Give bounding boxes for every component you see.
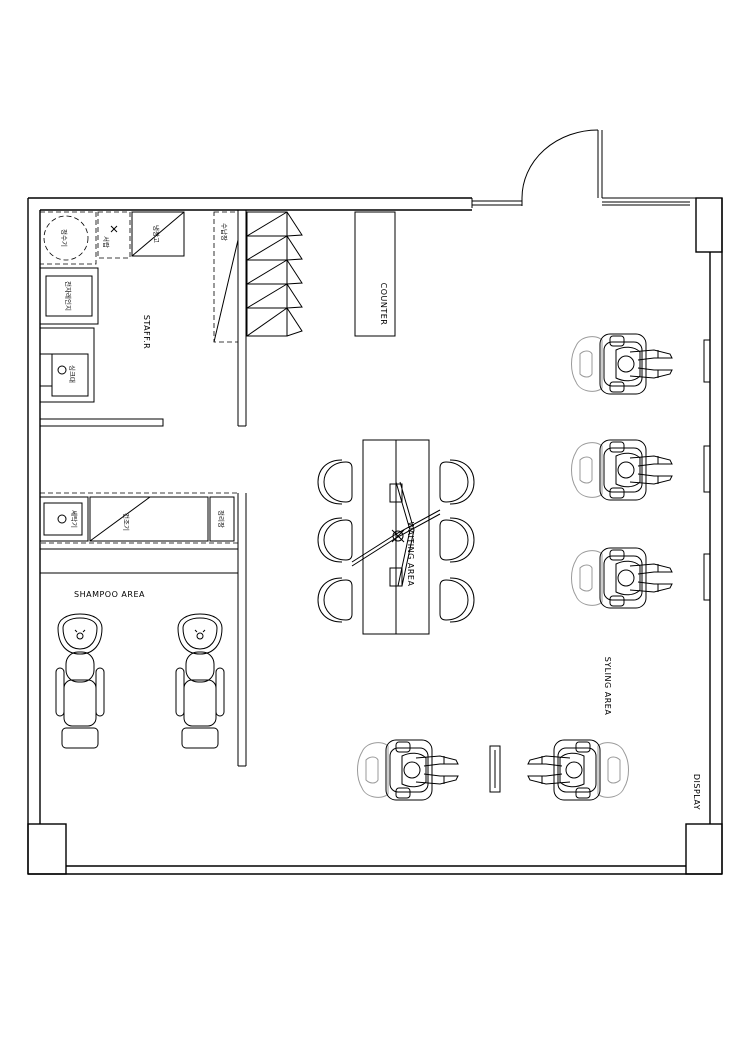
fridge: 냉장고 — [131, 211, 185, 257]
column-bottom-left — [27, 823, 67, 875]
staff-shelf-label: 수납장 — [220, 223, 229, 241]
dryer-label: 건조기 — [122, 513, 131, 531]
column-top-right — [695, 197, 723, 253]
waiting-chair-4 — [439, 459, 475, 505]
fridge-label: 냉장고 — [152, 225, 161, 243]
microwave: 전자레인지 — [39, 267, 99, 325]
sink-label: 싱크대 — [68, 365, 77, 383]
waiting-chair-5 — [439, 517, 475, 563]
counter-label: COUNTER — [379, 283, 388, 326]
microwave-label: 전자레인지 — [64, 281, 73, 311]
storage-label: 정리장 — [217, 510, 226, 528]
waiting-area-label: WAITING AREA — [406, 522, 415, 587]
staff-room-wall-stub — [39, 418, 164, 427]
mirror-1 — [703, 339, 711, 383]
styling-chair-1 — [571, 333, 673, 395]
styling-area-label: SYLING AREA — [603, 657, 612, 716]
staff-sink: 싱크대 — [39, 327, 95, 403]
staff-room-label: STAFF.R — [142, 315, 151, 349]
drawer-unit: 서랍 — [97, 211, 131, 259]
dryer: 건조기 — [89, 496, 209, 542]
storage-cabinet: 정리장 — [209, 496, 235, 542]
waiting-chair-1 — [317, 459, 353, 505]
waiting-chair-6 — [439, 577, 475, 623]
mirror-2 — [703, 445, 711, 493]
entrance-door — [521, 129, 603, 206]
waiting-area: WAITING AREA — [317, 439, 475, 635]
waiting-chair-3 — [317, 577, 353, 623]
display-shelves — [246, 211, 303, 337]
styling-chair-3 — [571, 547, 673, 609]
water-purifier: 정수기 — [39, 211, 97, 265]
washing-sink: 세탁기 — [39, 496, 89, 542]
utility-row: 세탁기 건조기 정리장 — [39, 492, 247, 767]
washing-label: 세탁기 — [70, 510, 79, 528]
column-bottom-right — [685, 823, 723, 875]
center-mirror — [489, 745, 501, 793]
shampoo-chair-1 — [55, 613, 105, 749]
styling-chair-4 — [357, 739, 459, 801]
styling-area: SYLING AREA — [357, 333, 711, 801]
waiting-chair-2 — [317, 517, 353, 563]
staff-shelf: 수납장 — [213, 211, 239, 343]
shampoo-area-label: SHAMPOO AREA — [74, 590, 145, 599]
styling-chair-2 — [571, 439, 673, 501]
staff-room: 정수기 서랍 냉장고 수납장 전자레인지 — [39, 210, 247, 427]
mirror-3 — [703, 553, 711, 601]
shampoo-chair-2 — [175, 613, 225, 749]
reception-counter: COUNTER — [354, 211, 396, 337]
styling-chair-5 — [527, 739, 629, 801]
display-label: DISPLAY — [692, 774, 701, 810]
water-purifier-label: 정수기 — [60, 229, 69, 247]
shampoo-counter — [39, 548, 239, 574]
drawer-label: 서랍 — [102, 236, 111, 248]
